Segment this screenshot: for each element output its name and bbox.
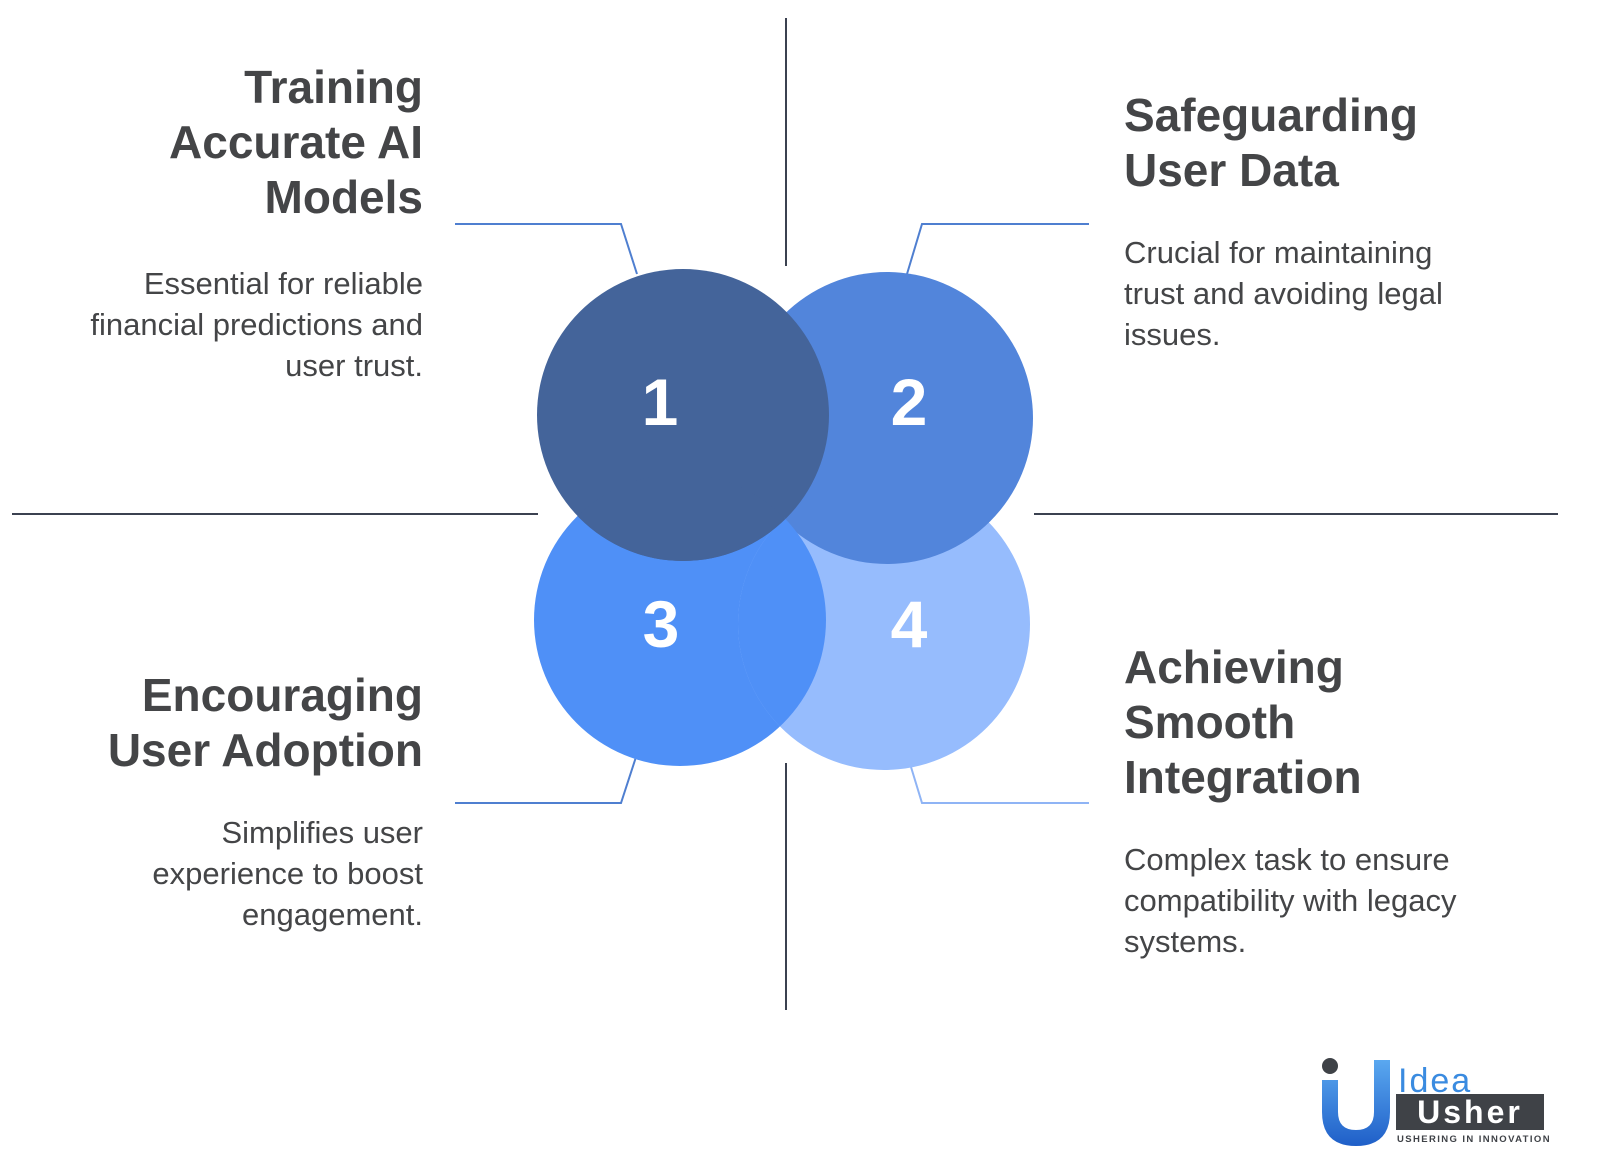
item-title-2: Safeguarding User Data bbox=[1124, 89, 1418, 196]
item-description-1: Essential for reliable financial predict… bbox=[90, 266, 423, 383]
circle-1 bbox=[537, 269, 829, 561]
item-title-3: Encouraging User Adoption bbox=[107, 669, 423, 776]
circle-number-4: 4 bbox=[891, 587, 928, 661]
logo-tagline: USHERING IN INNOVATION bbox=[1397, 1134, 1551, 1145]
circle-2 bbox=[741, 272, 1033, 564]
item-description-2: Crucial for maintaining trust and avoidi… bbox=[1124, 235, 1443, 352]
logo-main-word: Usher bbox=[1396, 1094, 1544, 1130]
item-title-1: Training Accurate AI Models bbox=[169, 61, 423, 223]
logo-top-word: Idea bbox=[1398, 1062, 1473, 1100]
circle-3 bbox=[534, 474, 826, 766]
circle-4 bbox=[738, 478, 1030, 770]
circle-number-1: 1 bbox=[642, 365, 679, 439]
item-block-2: Safeguarding User Data Crucial for maint… bbox=[1124, 88, 1544, 355]
connector-line-1 bbox=[455, 223, 638, 275]
item-block-1: Training Accurate AI Models Essential fo… bbox=[3, 60, 423, 386]
logo-u-icon bbox=[1322, 1058, 1390, 1146]
connector-line-2 bbox=[906, 223, 1089, 275]
circle-number-2: 2 bbox=[891, 365, 928, 439]
item-description-3: Simplifies user experience to boost enga… bbox=[152, 815, 423, 932]
item-block-4: Achieving Smooth Integration Complex tas… bbox=[1124, 640, 1564, 962]
connector-line-3 bbox=[455, 756, 637, 804]
item-description-4: Complex task to ensure compatibility wit… bbox=[1124, 842, 1457, 959]
item-title-4: Achieving Smooth Integration bbox=[1124, 641, 1362, 803]
brand-logo: Idea Usher USHERING IN INNOVATION bbox=[1318, 1050, 1558, 1150]
connector-line-4 bbox=[910, 766, 1089, 804]
item-block-3: Encouraging User Adoption Simplifies use… bbox=[3, 668, 423, 935]
circle-number-3: 3 bbox=[643, 587, 680, 661]
